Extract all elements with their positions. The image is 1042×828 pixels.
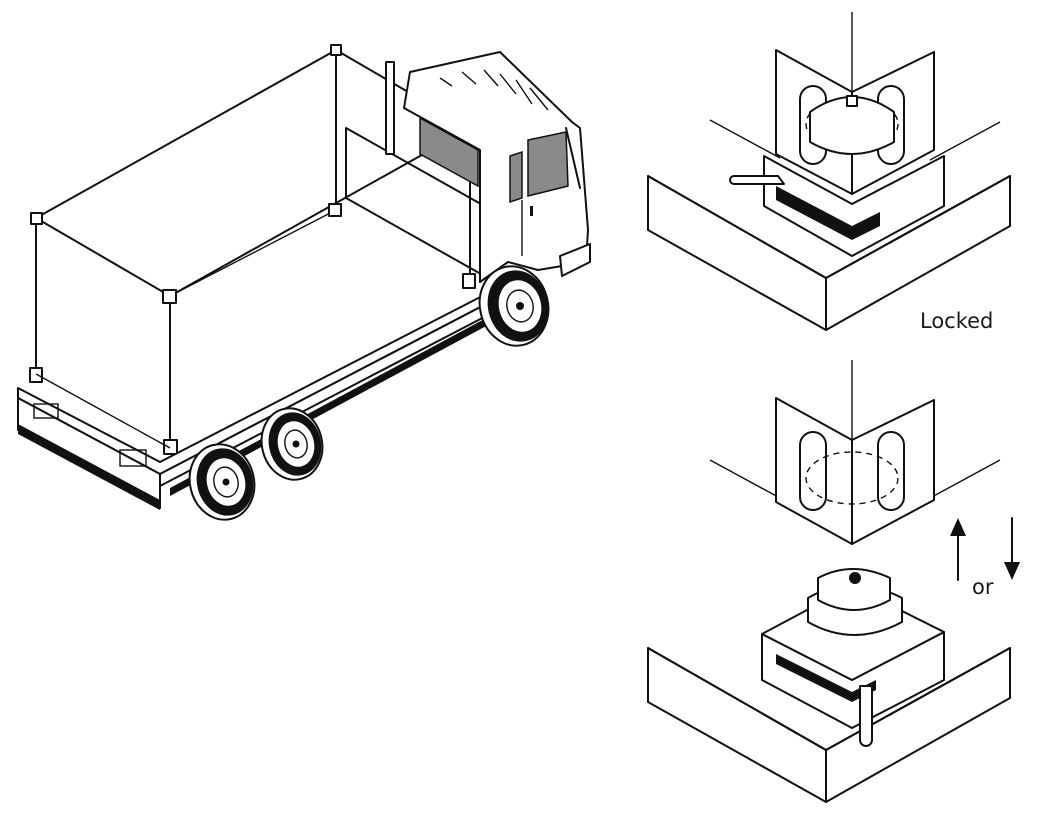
- locked-twistlock-detail: Locked: [647, 12, 1011, 333]
- front-wheel: [478, 265, 550, 347]
- locked-label: Locked: [920, 309, 993, 333]
- rear-wheel-inner: [188, 443, 256, 521]
- or-label: or: [972, 575, 994, 599]
- arrow-up-icon: [950, 518, 966, 581]
- rear-wheel-outer: [260, 407, 324, 481]
- unlocked-twistlock-detail: or: [647, 360, 1020, 803]
- container-frame: [29, 44, 476, 455]
- truck-cab: [385, 51, 591, 283]
- flatbed-truck-illustration: [17, 44, 591, 521]
- arrow-down-icon: [1004, 517, 1020, 580]
